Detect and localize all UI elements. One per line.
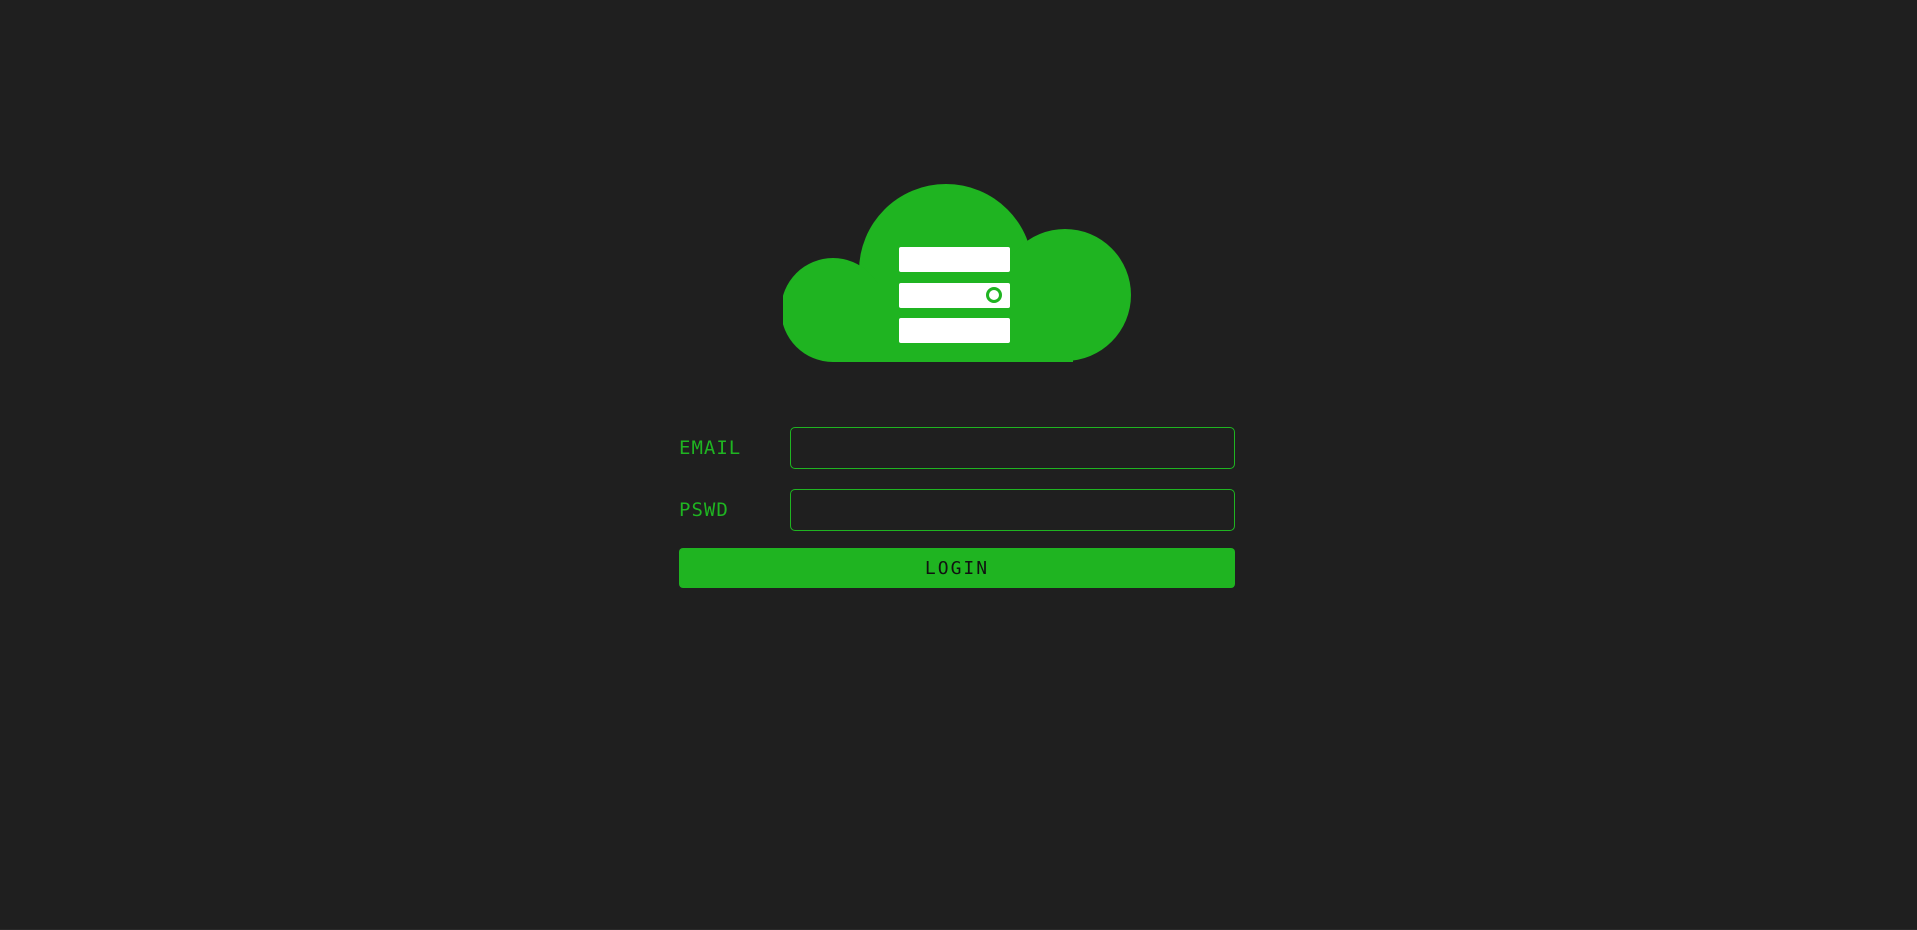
login-form: EMAIL PSWD LOGIN: [679, 427, 1235, 588]
cloud-server-icon: [781, 183, 1131, 363]
login-button[interactable]: LOGIN: [679, 548, 1235, 588]
email-label: EMAIL: [679, 437, 742, 459]
password-field[interactable]: [790, 489, 1235, 531]
password-label: PSWD: [679, 499, 729, 521]
password-row: PSWD: [679, 489, 1235, 531]
email-row: EMAIL: [679, 427, 1235, 469]
email-field[interactable]: [790, 427, 1235, 469]
